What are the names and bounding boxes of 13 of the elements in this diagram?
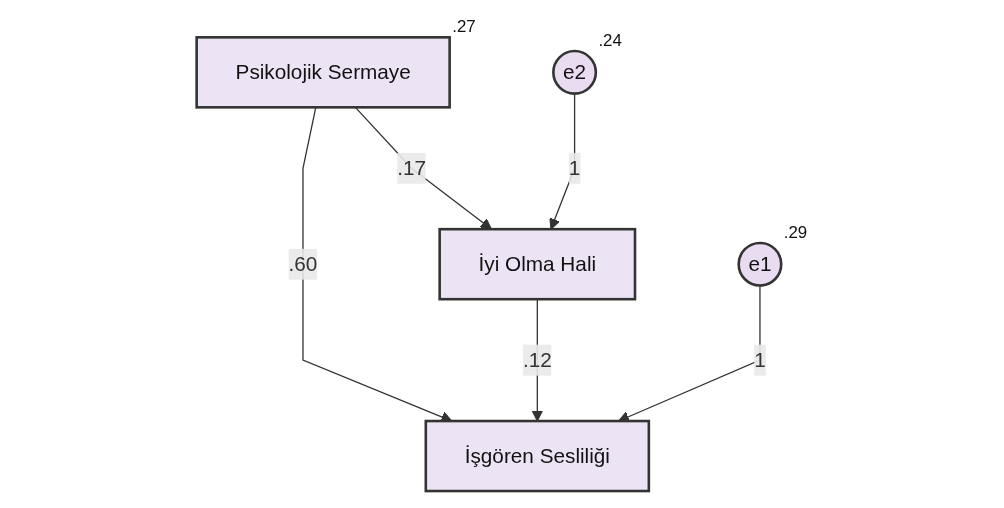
estimate-value: .27 [452, 17, 476, 37]
edge-label: .60 [288, 252, 318, 275]
edge-label: .12 [522, 348, 552, 371]
node-box: İşgören Sesliliği [424, 419, 651, 493]
edge-label: 1 [568, 156, 581, 179]
node-circle: e1 [737, 241, 783, 287]
node-box: Psikolojik Sermaye [195, 36, 451, 109]
estimate-value: .24 [598, 30, 622, 50]
edge-label: 1 [754, 348, 766, 371]
node-circle: e2 [552, 49, 598, 95]
estimate-value: .29 [783, 222, 808, 242]
node-box: İyi Olma Hali [438, 227, 637, 301]
edge-label: .17 [397, 156, 427, 179]
